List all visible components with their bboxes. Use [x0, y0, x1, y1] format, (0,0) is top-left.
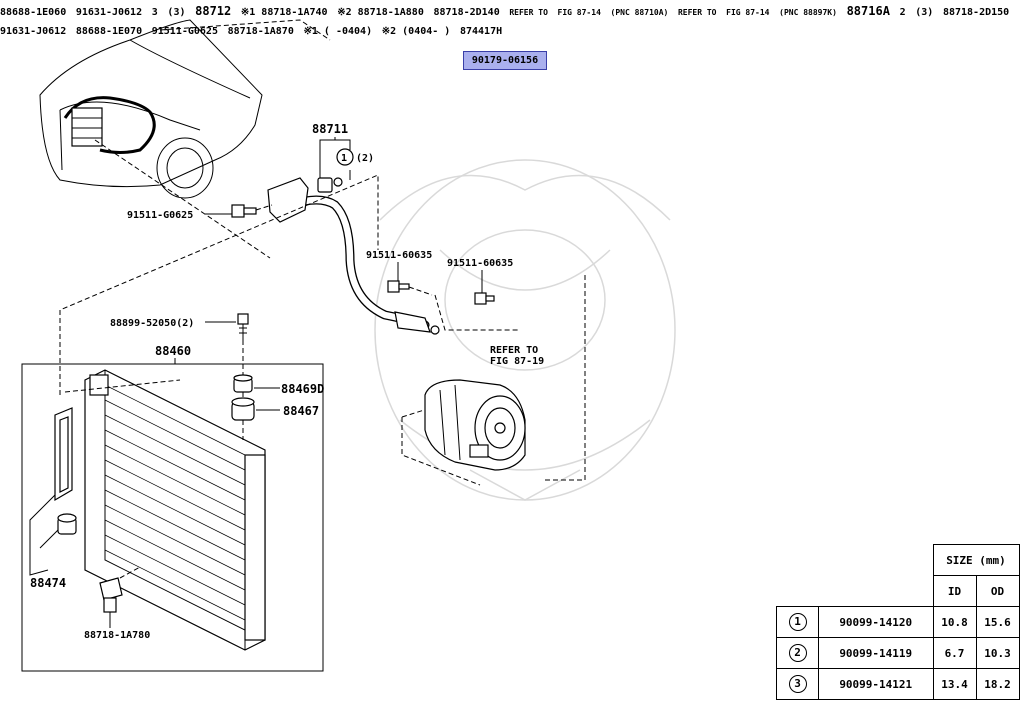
- label-91511-G0625-low: 91511-G0625: [151, 26, 218, 37]
- leader-vehicle-2: [159, 19, 331, 41]
- row-mark: 2: [788, 644, 807, 662]
- receiver-dryer: [54, 407, 77, 535]
- row-mark: 1: [788, 613, 807, 631]
- label-91511-60635-a: 91511-60635: [366, 250, 432, 261]
- vehicle-outline: [39, 19, 263, 199]
- label-88718-2D140: 88718-2D140: [433, 7, 500, 18]
- condenser: [84, 369, 266, 651]
- leader-vehicle: [94, 139, 271, 259]
- label-88688-1E070: 88688-1E070: [75, 26, 143, 37]
- watermark-emblem: [374, 159, 676, 501]
- label-88718-1A870: 88718-1A870: [227, 26, 294, 37]
- bolt-91511-G0625-top: [231, 204, 257, 218]
- table-subheader-row: ID OD: [777, 575, 1020, 607]
- row-id: 13.4: [932, 668, 977, 700]
- label-88711-qty: (2): [356, 153, 374, 164]
- note-1: ※1 ( -0404): [303, 26, 373, 37]
- row-part: 90099-14120: [818, 606, 934, 638]
- circle-3-88712: 3: [151, 7, 158, 18]
- row-part: 90099-14121: [818, 668, 934, 700]
- leader-compressor-box-3: [545, 275, 586, 481]
- refer-87-14b-line2: FIG 87-14: [726, 8, 770, 17]
- row-od: 10.3: [975, 637, 1020, 669]
- circle-2-88716A: 2: [899, 7, 906, 18]
- circle-1-88711: 1: [341, 153, 347, 164]
- label-88688-1E060: 88688-1E060: [0, 7, 67, 18]
- row-mark: 3: [788, 675, 807, 693]
- table-header-row: SIZE (mm): [777, 544, 1020, 576]
- condenser-group-box: [21, 363, 324, 672]
- bolt-91511-60635-b: [474, 292, 495, 305]
- hose-88711-fitting: [267, 177, 440, 335]
- label-88467: 88467: [283, 404, 319, 418]
- label-88712: 88712: [195, 4, 232, 18]
- cushion-88469D: [233, 374, 253, 393]
- label-88718-1A740: ※1 88718-1A740: [240, 7, 328, 18]
- cushion-88467: [231, 397, 255, 421]
- bolt-88899: [237, 313, 249, 340]
- leader-box-1: [59, 174, 379, 395]
- leader-88474: [29, 494, 56, 576]
- compressor: [424, 379, 526, 471]
- leader-compressor-box-2: [434, 294, 520, 331]
- label-91511-60635-b: 91511-60635: [447, 258, 513, 269]
- row-part: 90099-14119: [818, 637, 934, 669]
- o-ring-marker-1: [336, 148, 354, 166]
- leader-lower-box: 88718-1A870 ※1 ( -0404) ※2 (0404- ) 8744…: [227, 19, 1020, 700]
- col-od: OD: [975, 575, 1020, 607]
- row-od: 15.6: [975, 606, 1020, 638]
- table-row: 2 90099-14119 6.7 10.3: [776, 637, 1020, 669]
- leader-box-2: [64, 379, 181, 393]
- table-row: 1 90099-14120 10.8 15.6: [776, 606, 1020, 638]
- o-ring-size-table: SIZE (mm) ID OD 1 90099-14120 10.8 15.6 …: [776, 544, 1020, 700]
- label-88474: 88474: [30, 576, 66, 590]
- label-88718-1A880: ※2 88718-1A880: [337, 7, 424, 18]
- label-88711: 88711: [312, 122, 348, 136]
- refer-87-14b-line1: REFER TO: [677, 8, 717, 17]
- label-88899: 88899-52050(2): [110, 318, 194, 329]
- refer-87-19-line2: FIG 87-19: [490, 356, 544, 367]
- label-91631-J0612-low: 91631-J0612: [0, 26, 67, 37]
- row-id: 6.7: [932, 637, 977, 669]
- row-od: 18.2: [975, 668, 1020, 700]
- row-id: 10.8: [932, 606, 977, 638]
- col-id: ID: [932, 575, 977, 607]
- refer-87-19-line1: REFER TO: [490, 345, 538, 356]
- figure-code: 874417H: [459, 26, 503, 37]
- label-88716A: 88716A: [846, 4, 890, 18]
- refer-87-14b-line3: (PNC 88897K): [779, 8, 837, 17]
- highlighted-part-90179-06156[interactable]: 90179-06156: [463, 51, 547, 70]
- label-88718-2D150: 88718-2D150: [942, 7, 1010, 18]
- hose-88711: [285, 195, 430, 330]
- label-88712-qty: (3): [167, 7, 186, 18]
- bracket-88718-1A780: [99, 577, 123, 613]
- refer-87-14a-line2: FIG 87-14: [557, 8, 601, 17]
- label-88718-1A780: 88718-1A780: [84, 630, 150, 641]
- label-91631-J0612-top: 91631-J0612: [75, 7, 143, 18]
- table-row: 3 90099-14121 13.4 18.2: [776, 668, 1020, 700]
- bolt-91511-60635-a: [387, 280, 410, 293]
- table-title: SIZE (mm): [932, 544, 1020, 576]
- label-88460: 88460: [155, 344, 191, 358]
- note-2: ※2 (0404- ): [381, 26, 451, 37]
- refer-87-14a-line1: REFER TO: [509, 8, 548, 17]
- label-88716A-qty: (3): [915, 7, 934, 18]
- label-91511-G0625-top: 91511-G0625: [127, 210, 193, 221]
- refer-87-14a-line3: (PNC 88710A): [610, 8, 669, 17]
- label-88469D: 88469D: [281, 382, 324, 396]
